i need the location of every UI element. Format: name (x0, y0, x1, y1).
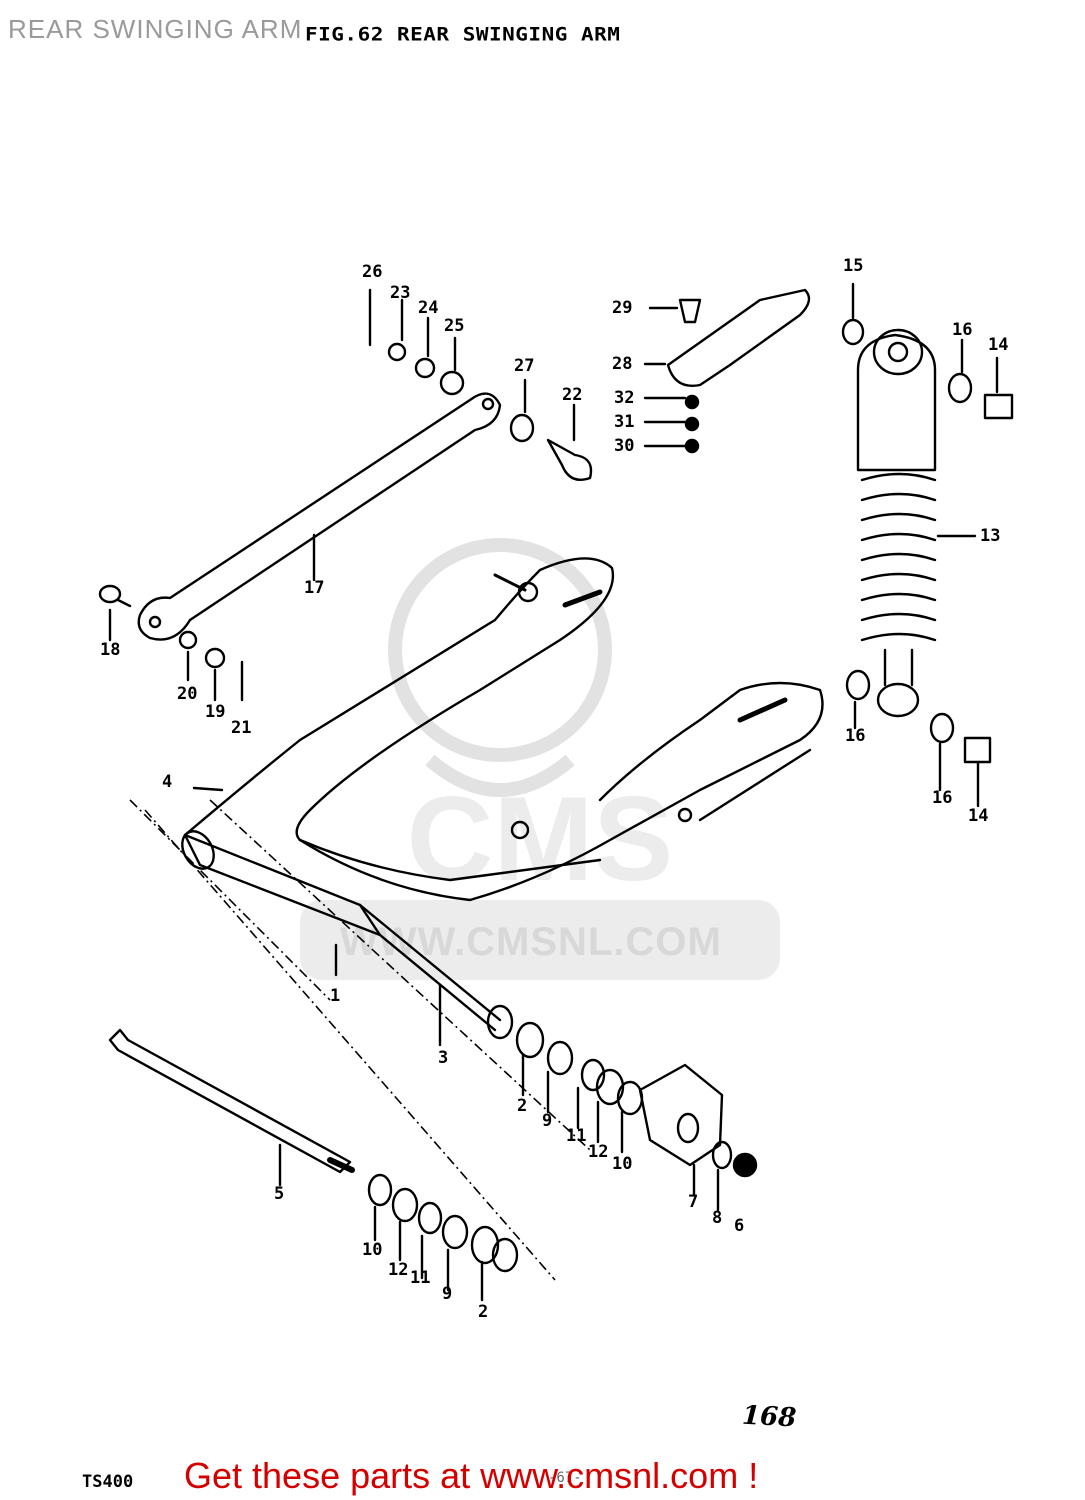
part-label: 16 (932, 788, 953, 808)
pivot-block (638, 1063, 724, 1167)
part-label: 6 (734, 1216, 745, 1236)
torque-rod (137, 392, 502, 641)
page-number: 168 (741, 1400, 798, 1434)
part-label: 5 (274, 1184, 285, 1204)
part-label: 4 (162, 772, 173, 792)
part-label: 10 (612, 1154, 633, 1174)
part-label: 28 (612, 354, 633, 374)
pivot-bolt (108, 1028, 352, 1174)
part-label: 23 (390, 283, 411, 303)
part-label: 9 (542, 1111, 553, 1131)
part-label: 3 (438, 1048, 449, 1068)
part-label: 12 (588, 1142, 609, 1162)
part-label: 20 (177, 684, 198, 704)
footer-ad-link[interactable]: Get these parts at www.cmsnl.com ! (184, 1455, 759, 1496)
part-label: 29 (612, 298, 633, 318)
part-label: 1 (330, 986, 341, 1006)
part-label: 10 (362, 1240, 383, 1260)
part-label: 9 (442, 1284, 453, 1304)
svg-text:CMS: CMS (407, 772, 674, 906)
part-label: 11 (410, 1268, 431, 1288)
mount-bracket (666, 288, 811, 387)
part-label: 14 (988, 335, 1009, 355)
part-label: 22 (562, 385, 583, 405)
shock-absorber (856, 333, 937, 472)
part-label: 17 (304, 578, 325, 598)
part-label: 12 (388, 1260, 409, 1280)
part-label: 31 (614, 412, 635, 432)
part-label: 8 (712, 1208, 723, 1228)
page-marker: -67- (548, 1470, 582, 1486)
part-label: 2 (478, 1302, 489, 1322)
part-label: 14 (968, 806, 989, 826)
part-label: 13 (980, 526, 1001, 546)
part-label: 26 (362, 262, 383, 282)
part-label: 25 (444, 316, 465, 336)
part-label: 18 (100, 640, 121, 660)
part-label: 30 (614, 436, 635, 456)
part-label: 21 (231, 718, 252, 738)
part-label: 27 (514, 356, 535, 376)
part-label: 2 (517, 1096, 528, 1116)
part-label: 16 (952, 320, 973, 340)
swing-arm-upper-fork (183, 557, 615, 842)
page-header-overlay: REAR SWINGING ARM (8, 14, 303, 44)
part-label: 19 (205, 702, 226, 722)
part-label: 15 (843, 256, 864, 276)
figure-title: FIG.62 REAR SWINGING ARM (305, 23, 621, 45)
part-label: 32 (614, 388, 635, 408)
swing-arm-lower-fork (298, 681, 824, 902)
part-label: 11 (566, 1126, 587, 1146)
part-label: 24 (418, 298, 439, 318)
model-code: TS400 (82, 1472, 134, 1492)
part-label: 16 (845, 726, 866, 746)
part-label: 7 (688, 1192, 699, 1212)
